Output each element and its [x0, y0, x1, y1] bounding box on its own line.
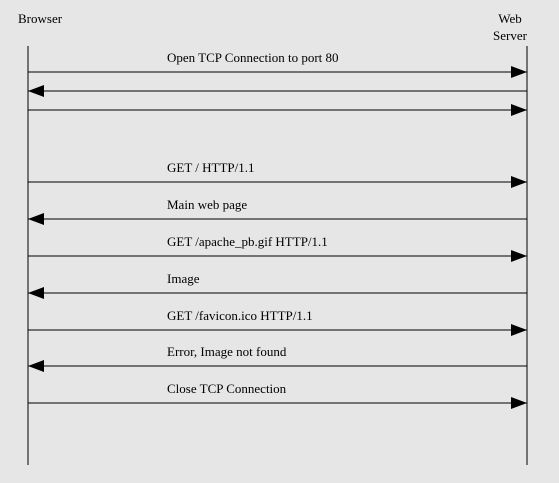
browser-label: Browser [18, 11, 63, 26]
arrowhead-right-icon [511, 176, 527, 188]
web-server-label: Web Server [493, 10, 527, 44]
web-server-label-line2: Server [493, 28, 527, 43]
web-server-label-line1: Web [498, 11, 522, 26]
message-label: GET /favicon.ico HTTP/1.1 [167, 308, 313, 323]
message-label: Image [167, 271, 200, 286]
arrowhead-left-icon [28, 213, 44, 225]
message-label: Error, Image not found [167, 344, 287, 359]
arrowhead-left-icon [28, 287, 44, 299]
arrowhead-right-icon [511, 324, 527, 336]
message-label: Main web page [167, 197, 247, 212]
arrowhead-right-icon [511, 104, 527, 116]
message-label: GET /apache_pb.gif HTTP/1.1 [167, 234, 328, 249]
message-label: GET / HTTP/1.1 [167, 160, 255, 175]
message-label: Close TCP Connection [167, 381, 287, 396]
arrowhead-right-icon [511, 250, 527, 262]
arrowhead-left-icon [28, 85, 44, 97]
arrowhead-right-icon [511, 397, 527, 409]
message-label: Open TCP Connection to port 80 [167, 50, 339, 65]
arrowhead-left-icon [28, 360, 44, 372]
messages-group: Open TCP Connection to port 80 GET / HTTP… [28, 50, 527, 409]
arrowhead-right-icon [511, 66, 527, 78]
